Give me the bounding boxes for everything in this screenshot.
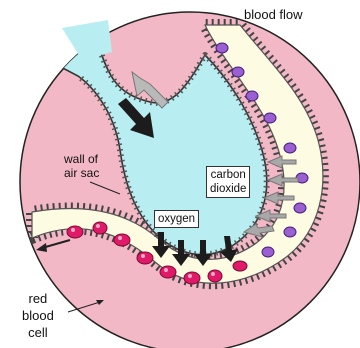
red-label-line2: blood <box>22 307 54 324</box>
red-label-line1: red <box>22 290 54 307</box>
red-blood-cell <box>184 272 200 284</box>
blood-cell <box>284 143 296 153</box>
red-blood-cell <box>233 261 247 271</box>
blood-cell <box>232 67 244 77</box>
carbon-label-line2: dioxide <box>210 182 246 196</box>
blood-cell <box>216 43 228 53</box>
blood-cell <box>246 91 258 101</box>
carbon-label-line1: carbon <box>210 168 246 182</box>
blood-cell <box>264 113 276 123</box>
oxygen-label: oxygen <box>154 210 199 228</box>
red-blood-cell <box>137 252 153 264</box>
wall-label-line1: wall of <box>64 152 99 166</box>
carbon-dioxide-label: carbon dioxide <box>206 166 250 198</box>
red-blood-cell <box>114 234 130 246</box>
wall-label-line2: air sac <box>64 166 99 180</box>
red-blood-cell <box>160 266 176 278</box>
red-blood-cell <box>67 226 83 238</box>
wall-of-air-sac-label: wall of air sac <box>64 152 99 180</box>
red-label-line3: cell <box>22 324 54 341</box>
air-passage <box>62 20 112 60</box>
blood-cell <box>262 247 274 257</box>
red-blood-cell <box>208 270 222 282</box>
blood-cell <box>294 203 306 213</box>
blood-cell <box>284 227 296 237</box>
red-blood-cell <box>93 222 107 234</box>
red-blood-cell-label: red blood cell <box>22 290 54 341</box>
blood-flow-label: blood flow <box>244 6 303 23</box>
